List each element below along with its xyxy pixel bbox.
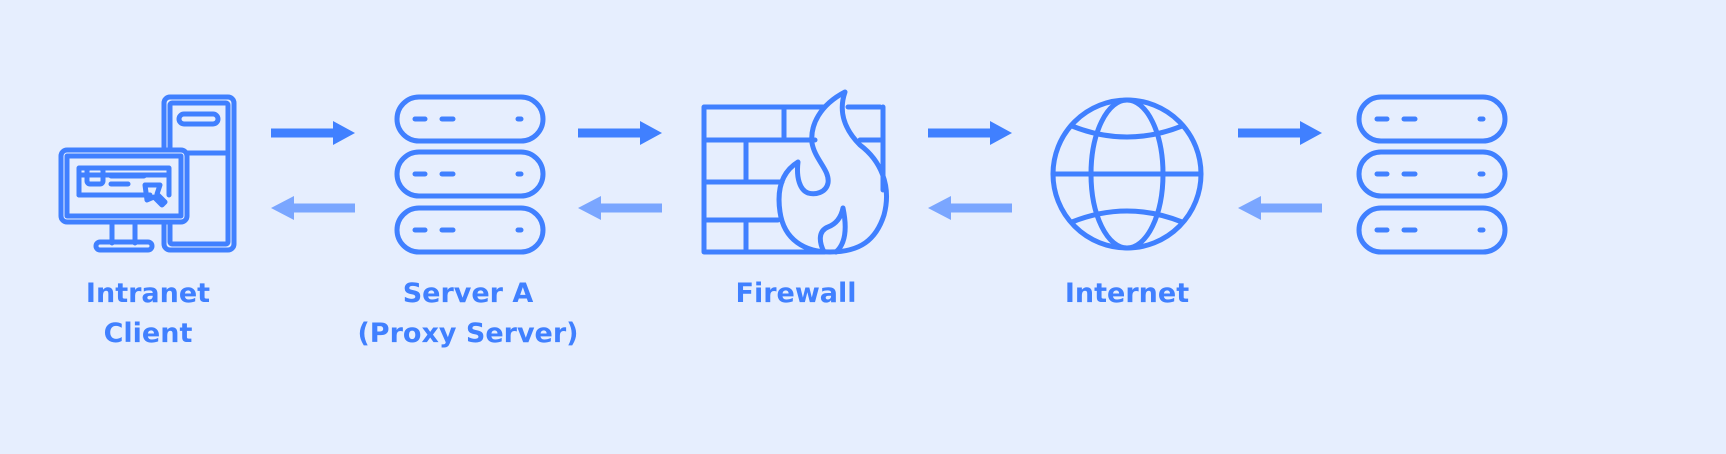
label-server-a-line2: (Proxy Server) [357,318,578,349]
computer-icon [58,94,237,253]
arrow-pair-server-firewall [578,121,662,220]
label-intranet-client-line2: Client [104,318,193,349]
globe-icon [1050,97,1204,251]
remote-server-icon [1359,97,1505,252]
label-server-a-line1: Server A [403,278,534,309]
arrow-pair-client-server [271,121,355,220]
label-internet: Internet [1065,278,1189,309]
label-firewall: Firewall [736,278,857,309]
label-intranet-client-line1: Intranet [86,278,210,309]
firewall-icon [701,89,889,255]
server-a-icon [397,97,543,252]
arrow-pair-internet-remote [1238,121,1322,220]
arrow-pair-firewall-internet [928,121,1012,220]
